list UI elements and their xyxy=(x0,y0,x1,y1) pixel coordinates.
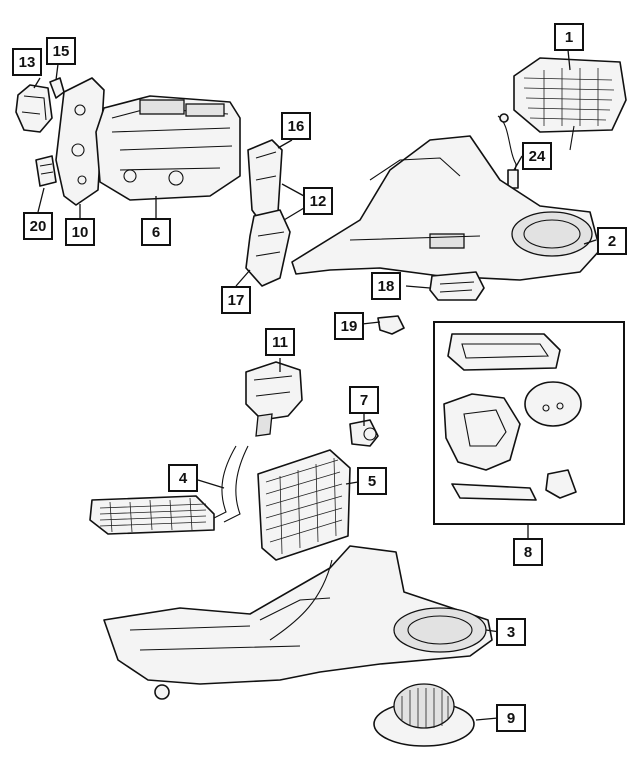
part-6-hvac-housing xyxy=(95,95,241,201)
callout-3: 3 xyxy=(496,618,526,646)
part-3-rear-housing xyxy=(103,545,493,700)
callout-15: 15 xyxy=(46,37,76,65)
callout-6: 6 xyxy=(141,218,171,246)
leader-lines xyxy=(33,49,597,721)
part-15-seal xyxy=(49,77,65,99)
callout-24: 24 xyxy=(522,142,552,170)
part-24-sensor xyxy=(497,113,519,189)
part-11-bracket xyxy=(245,361,303,437)
part-5-evaporator xyxy=(257,449,351,561)
part-7-valve xyxy=(349,419,379,447)
callout-2: 2 xyxy=(597,227,627,255)
part-16-duct xyxy=(247,139,283,225)
part-9-blower-motor xyxy=(373,683,475,747)
part-1-blower-housing xyxy=(513,57,627,151)
part-20-actuator xyxy=(35,155,57,187)
part-4-heater-core xyxy=(89,445,249,535)
callout-20: 20 xyxy=(23,212,53,240)
callout-13: 13 xyxy=(12,48,42,76)
callout-1: 1 xyxy=(554,23,584,51)
callout-18: 18 xyxy=(371,272,401,300)
callout-8: 8 xyxy=(513,538,543,566)
callout-7: 7 xyxy=(349,386,379,414)
callout-9: 9 xyxy=(496,704,526,732)
callout-10: 10 xyxy=(65,218,95,246)
callout-19: 19 xyxy=(334,312,364,340)
callout-11: 11 xyxy=(265,328,295,356)
part-2-lower-housing xyxy=(291,135,601,281)
part-8-seal-kit xyxy=(433,321,625,525)
callout-17: 17 xyxy=(221,286,251,314)
callout-5: 5 xyxy=(357,467,387,495)
part-10-plate xyxy=(55,77,105,206)
part-13-duct xyxy=(15,84,53,133)
part-19-clip xyxy=(377,315,405,335)
callout-16: 16 xyxy=(281,112,311,140)
callout-12: 12 xyxy=(303,187,333,215)
part-18-resistor xyxy=(429,271,485,301)
callout-4: 4 xyxy=(168,464,198,492)
part-17-duct xyxy=(245,209,291,287)
